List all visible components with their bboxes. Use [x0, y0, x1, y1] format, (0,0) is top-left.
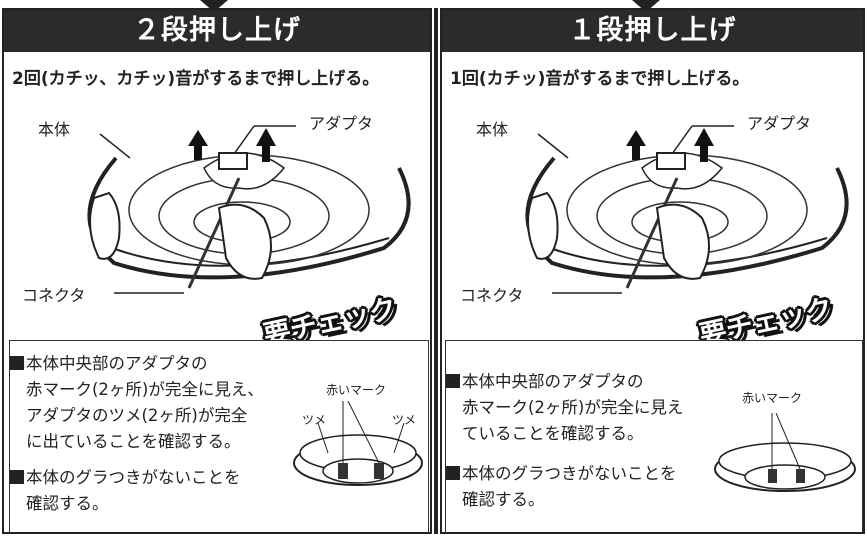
check-box: 本体中央部のアダプタの 赤マーク(2ヶ所)が完全に見え、 アダプタのツメ(2ヶ所… — [9, 340, 429, 532]
check-item-adapter-mark: 本体中央部のアダプタの 赤マーク(2ヶ所)が完全に見え ていることを確認する。 — [446, 369, 683, 447]
check-line: 本体のグラつきがないことを — [26, 468, 241, 487]
up-arrow-icon — [626, 130, 646, 160]
square-bullet-icon — [446, 374, 460, 388]
check-line: 赤マーク(2ヶ所)が完全に見え、 — [26, 380, 264, 399]
label-body: 本体 — [38, 120, 71, 139]
check-line: 本体中央部のアダプタの — [26, 354, 208, 373]
instruction-text: 2回(カチッ、カチッ)音がするまで押し上げる。 — [12, 69, 380, 89]
ceiling-light-illustration — [525, 125, 849, 294]
check-line: 確認する。 — [462, 490, 545, 509]
instruction-text: 1回(カチッ)音がするまで押し上げる。 — [450, 69, 750, 89]
up-arrow-icon — [256, 128, 276, 162]
adapter-detail-illustration — [714, 413, 856, 492]
check-item-adapter-mark: 本体中央部のアダプタの 赤マーク(2ヶ所)が完全に見え、 アダプタのツメ(2ヶ所… — [10, 351, 264, 455]
panel-title: １段押し上げ — [442, 10, 863, 52]
label-connector: コネクタ — [460, 286, 524, 305]
check-item-stability: 本体のグラつきがないことを 確認する。 — [10, 465, 241, 517]
check-line: 確認する。 — [26, 494, 109, 513]
check-box: 本体中央部のアダプタの 赤マーク(2ヶ所)が完全に見え ていることを確認する。 … — [445, 340, 863, 532]
label-claw-left: ツメ — [302, 413, 327, 427]
panel-divider — [434, 8, 438, 534]
up-arrow-icon — [188, 130, 208, 160]
panel-one-step: １段押し上げ 1回(カチッ)音がするまで押し上げる。 アダプタ 本体 コネクタ … — [440, 8, 865, 534]
panel-title: ２段押し上げ — [4, 10, 430, 52]
label-connector: コネクタ — [22, 286, 86, 305]
label-claw-right: ツメ — [392, 413, 417, 427]
check-line: アダプタのツメ(2ヶ所)が完全 — [26, 406, 248, 425]
label-body: 本体 — [476, 120, 509, 139]
square-bullet-icon — [446, 466, 460, 480]
check-line: 本体のグラつきがないことを — [462, 464, 677, 483]
check-line: ていることを確認する。 — [462, 424, 644, 443]
label-adapter: アダプタ — [309, 114, 374, 133]
square-bullet-icon — [10, 470, 24, 484]
label-adapter: アダプタ — [747, 114, 812, 133]
check-line: に出ていることを確認する。 — [26, 432, 241, 451]
check-line: 本体中央部のアダプタの — [462, 372, 644, 391]
square-bullet-icon — [10, 356, 24, 370]
label-red-mark: 赤いマーク — [326, 383, 387, 397]
check-line: 赤マーク(2ヶ所)が完全に見え — [462, 398, 684, 417]
panel-two-step: ２段押し上げ 2回(カチッ、カチッ)音がするまで押し上げる。 アダプタ 本体 コ… — [2, 8, 432, 534]
adapter-detail-illustration — [293, 401, 423, 486]
ceiling-light-illustration — [87, 125, 411, 294]
label-red-mark: 赤いマーク — [742, 391, 803, 405]
up-arrow-icon — [694, 128, 714, 162]
check-item-stability: 本体のグラつきがないことを 確認する。 — [446, 461, 677, 513]
